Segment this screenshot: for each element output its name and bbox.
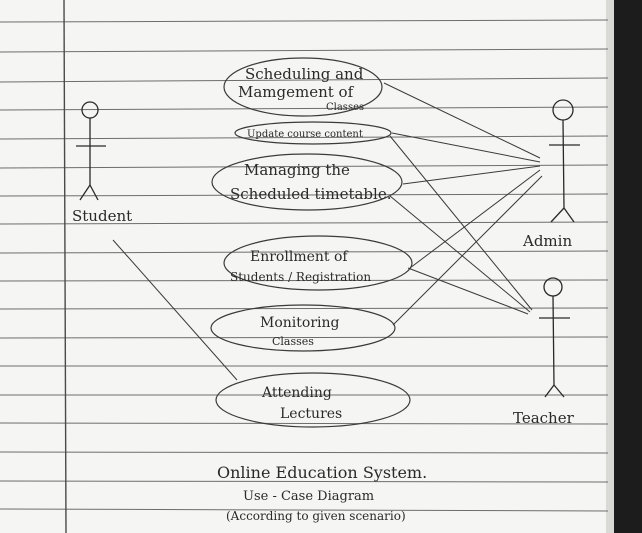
- teacher-actor-icon: [539, 277, 570, 398]
- assoc-teacher-update: [389, 135, 533, 311]
- assoc-admin-scheduling: [383, 82, 541, 159]
- assoc-admin-monitoring: [392, 175, 543, 326]
- scheduling-label: Scheduling and Mamgement of Classes: [238, 65, 368, 113]
- assoc-admin-enrollment: [409, 169, 541, 269]
- enrollment-label: Enrollment of Students / Registration: [230, 249, 371, 284]
- page-edge: [606, 0, 614, 533]
- managing-timetable-label: Managing the Scheduled timetable.: [230, 161, 391, 203]
- assoc-teacher-enrollment: [407, 267, 529, 315]
- associations: [112, 82, 543, 381]
- timetable-ellipse: [211, 153, 403, 211]
- scheduling-ellipse: [223, 57, 383, 117]
- student-actor-label: Student: [72, 207, 132, 225]
- assoc-admin-update: [391, 132, 541, 163]
- diagram-title: Online Education System.: [217, 463, 427, 482]
- update-content-label: Update course content: [247, 129, 363, 140]
- diagram-note: (According to given scenario): [226, 509, 406, 523]
- assoc-admin-timetable: [402, 165, 541, 185]
- teacher-actor-label: Teacher: [513, 409, 575, 427]
- admin-actor-icon: [549, 99, 580, 223]
- page-edge-shadow: [612, 0, 642, 533]
- admin-actor-label: Admin: [522, 232, 572, 250]
- monitoring-label: Monitoring Classes: [260, 315, 344, 348]
- diagram-subtitle: Use - Case Diagram: [243, 489, 374, 504]
- ruled-lines: [0, 19, 609, 512]
- attending-label: Attending Lectures: [261, 385, 342, 422]
- assoc-teacher-timetable: [389, 195, 531, 313]
- update-content-ellipse: [234, 121, 392, 145]
- monitoring-ellipse: [210, 304, 396, 352]
- enrollment-ellipse: [223, 235, 413, 291]
- student-actor-icon: [76, 101, 106, 201]
- use-case-ellipses: [210, 57, 413, 428]
- margin-line: [63, 0, 67, 533]
- attending-ellipse: [215, 372, 411, 428]
- assoc-student-attending: [112, 239, 238, 381]
